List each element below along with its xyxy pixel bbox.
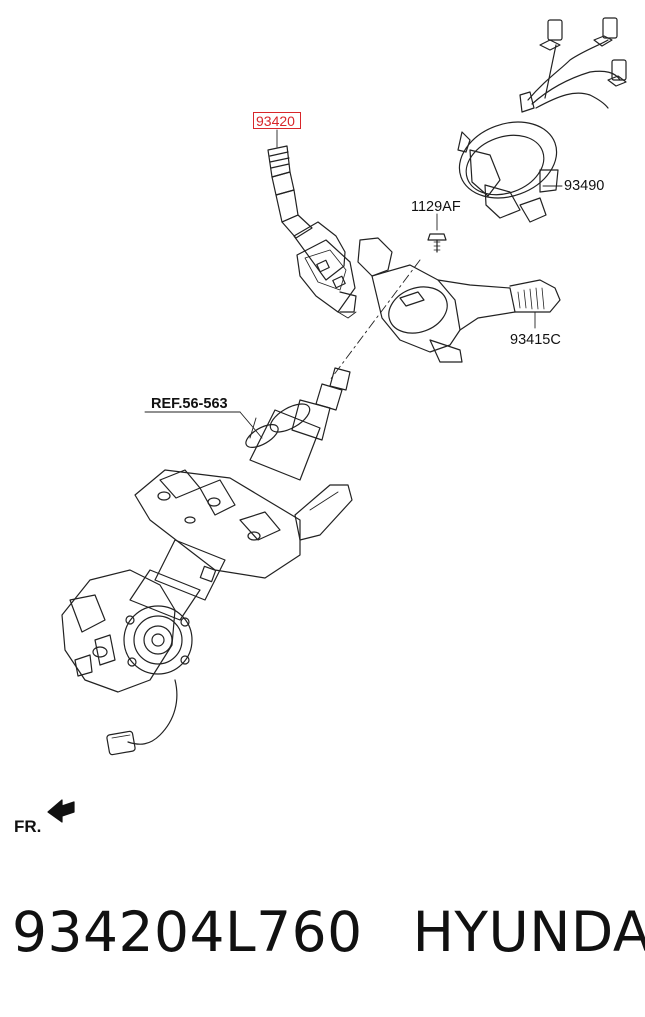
label-ref-56-563: REF.56-563 [151,396,228,412]
part-number: 934204L760 [12,900,363,964]
brand-name: HYUNDAI [412,900,645,964]
bolt-1129af [427,213,447,253]
label-93415c: 93415C [510,332,561,348]
highlighted-part-text: 93420 [256,113,295,129]
highlighted-part-label[interactable]: 93420 [253,112,301,129]
footer: 934204L760 HYUNDAI [12,900,645,975]
column-axis-line [329,259,421,381]
label-front: FR. [14,817,42,836]
switch-body-93415c [357,237,561,363]
clock-spring-93490 [457,17,627,223]
label-93490: 93490 [564,178,605,194]
label-1129af: 1129AF [411,199,461,215]
lever-switch-93420 [267,129,357,319]
steering-column [61,367,353,756]
fr-arrow-icon [47,799,75,823]
